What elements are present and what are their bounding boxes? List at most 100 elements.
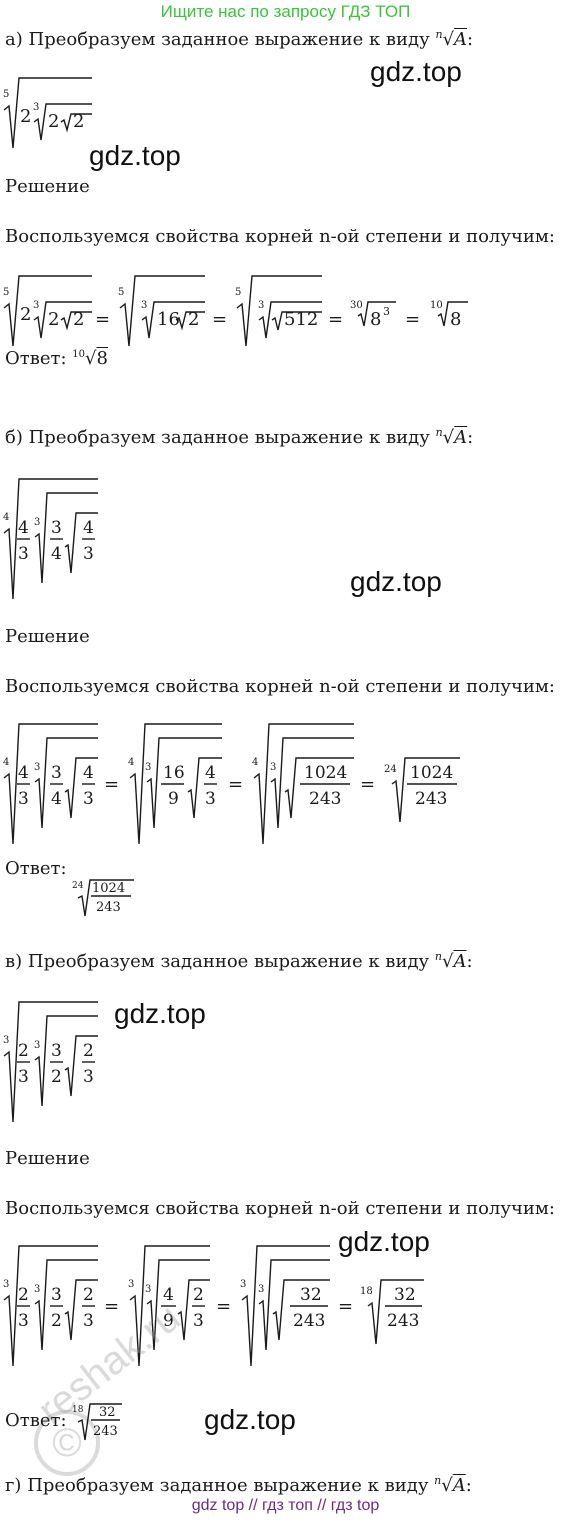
footer-links: gdz top // гдз топ // гдз top bbox=[0, 1497, 571, 1515]
svg-text:3: 3 bbox=[383, 305, 390, 318]
watermark-4: gdz.top bbox=[114, 998, 206, 1029]
svg-text:1024: 1024 bbox=[92, 881, 125, 896]
footer-separator: // bbox=[317, 1497, 327, 1514]
svg-text:3: 3 bbox=[18, 544, 29, 564]
svg-text:=: = bbox=[360, 774, 375, 795]
svg-text:2: 2 bbox=[83, 1041, 94, 1061]
svg-text:3: 3 bbox=[193, 1311, 204, 1331]
svg-text:3: 3 bbox=[18, 1067, 29, 1087]
task-b-heading: б) Преобразуем заданное выражение к виду… bbox=[5, 426, 473, 448]
svg-text:=: = bbox=[95, 309, 110, 330]
svg-text:3: 3 bbox=[51, 763, 62, 783]
svg-text:4: 4 bbox=[18, 763, 29, 783]
search-banner[interactable]: Ищите нас по запросу ГДЗ ТОП bbox=[160, 2, 411, 21]
task-g-text: Преобразуем заданное выражение к виду bbox=[27, 1475, 429, 1496]
svg-text:3: 3 bbox=[3, 1279, 9, 1290]
formula-v-solution: 3 2 3 3 3 2 2 3 = 3 3 4 9 2 3 = 3 3 32 2… bbox=[3, 1245, 424, 1367]
svg-text:3: 3 bbox=[51, 1041, 62, 1061]
answer-a-label: Ответ: bbox=[5, 348, 67, 369]
svg-text:4: 4 bbox=[128, 757, 134, 768]
svg-text:3: 3 bbox=[258, 300, 264, 311]
svg-text:3: 3 bbox=[128, 1279, 134, 1290]
svg-text:10: 10 bbox=[430, 300, 443, 311]
svg-text:9: 9 bbox=[168, 789, 179, 809]
answer-v-value: 18 32 243 bbox=[72, 1403, 122, 1441]
svg-text:3: 3 bbox=[18, 789, 29, 809]
solution-a-label: Решение bbox=[5, 176, 90, 197]
svg-text:2: 2 bbox=[73, 111, 84, 132]
task-b-text: Преобразуем заданное выражение к виду bbox=[28, 427, 430, 448]
svg-text:24: 24 bbox=[72, 881, 84, 891]
svg-text:9: 9 bbox=[163, 1311, 174, 1331]
svg-text:32: 32 bbox=[300, 1285, 322, 1305]
svg-text:3: 3 bbox=[51, 1285, 62, 1305]
svg-text:=: = bbox=[216, 1296, 231, 1317]
footer-link-3[interactable]: гдз top bbox=[330, 1497, 380, 1514]
formula-a-given: 5 2 3 2 2 bbox=[3, 77, 92, 149]
task-b-letter: б) bbox=[5, 427, 23, 448]
svg-text:243: 243 bbox=[309, 789, 341, 809]
svg-text:243: 243 bbox=[96, 900, 121, 915]
svg-text:8: 8 bbox=[370, 309, 381, 330]
task-g-heading: г) Преобразуем заданное выражение к виду… bbox=[5, 1474, 472, 1496]
watermark-6: gdz.top bbox=[204, 1404, 296, 1435]
target-form: n√A: bbox=[435, 28, 474, 50]
svg-text:=: = bbox=[104, 774, 119, 795]
svg-text:3: 3 bbox=[34, 1284, 40, 1295]
svg-text:2: 2 bbox=[48, 309, 59, 330]
svg-text:2: 2 bbox=[18, 1285, 29, 1305]
svg-text:3: 3 bbox=[33, 102, 39, 113]
svg-text:4: 4 bbox=[3, 757, 9, 768]
watermark-1: gdz.top bbox=[370, 56, 462, 87]
svg-text:=: = bbox=[228, 774, 243, 795]
svg-text:4: 4 bbox=[252, 757, 258, 768]
svg-text:=: = bbox=[328, 309, 343, 330]
watermark-3: gdz.top bbox=[350, 566, 442, 597]
svg-text:3: 3 bbox=[258, 1284, 264, 1295]
svg-text:2: 2 bbox=[73, 309, 84, 330]
svg-text:4: 4 bbox=[18, 518, 29, 538]
answer-v: Ответ: bbox=[5, 1410, 67, 1431]
target-form: n√A: bbox=[434, 1474, 472, 1496]
svg-text:2: 2 bbox=[51, 1067, 62, 1087]
svg-text:1024: 1024 bbox=[304, 763, 347, 783]
formula-v-given: 3 2 3 3 3 2 2 3 bbox=[3, 1001, 98, 1123]
svg-text:1024: 1024 bbox=[410, 763, 453, 783]
svg-text:3: 3 bbox=[83, 1067, 94, 1087]
footer-separator: // bbox=[248, 1497, 258, 1514]
solution-b-label: Решение bbox=[5, 626, 90, 647]
copyright-icon: © bbox=[34, 1410, 100, 1476]
svg-text:32: 32 bbox=[99, 1405, 116, 1420]
formula-b-solution: 4 4 3 3 3 4 4 3 = 4 3 16 9 4 3 = 4 3 102… bbox=[3, 723, 460, 845]
svg-text:512: 512 bbox=[284, 309, 318, 330]
svg-text:4: 4 bbox=[51, 789, 62, 809]
answer-b-value: 24 1024 243 bbox=[72, 879, 134, 917]
answer-b-label: Ответ: bbox=[5, 858, 67, 879]
svg-text:3: 3 bbox=[141, 300, 147, 311]
svg-text:2: 2 bbox=[20, 106, 31, 127]
answer-a: Ответ: 10√8 bbox=[5, 348, 108, 369]
task-a-text: Преобразуем заданное выражение к виду bbox=[28, 29, 430, 50]
footer-link-2[interactable]: гдз топ bbox=[262, 1497, 313, 1514]
svg-text:3: 3 bbox=[145, 762, 151, 773]
svg-text:3: 3 bbox=[83, 1311, 94, 1331]
svg-text:3: 3 bbox=[3, 1035, 9, 1046]
answer-v-label: Ответ: bbox=[5, 1410, 67, 1431]
method-v-text: Воспользуемся свойства корней n-ой степе… bbox=[5, 1198, 555, 1219]
task-g-letter: г) bbox=[5, 1475, 22, 1496]
svg-text:243: 243 bbox=[387, 1311, 419, 1331]
svg-text:2: 2 bbox=[18, 1041, 29, 1061]
svg-text:3: 3 bbox=[18, 1311, 29, 1331]
svg-text:2: 2 bbox=[83, 1285, 94, 1305]
solution-v-label: Решение bbox=[5, 1148, 90, 1169]
svg-text:243: 243 bbox=[293, 1311, 325, 1331]
footer-link-1[interactable]: gdz top bbox=[191, 1497, 245, 1514]
svg-text:2: 2 bbox=[20, 304, 31, 325]
svg-text:3: 3 bbox=[83, 789, 94, 809]
svg-text:4: 4 bbox=[51, 544, 62, 564]
task-a-letter: а) bbox=[5, 29, 23, 50]
svg-text:2: 2 bbox=[48, 111, 59, 132]
svg-text:30: 30 bbox=[350, 300, 363, 311]
formula-b-given: 4 4 3 3 3 4 4 3 bbox=[3, 478, 98, 600]
svg-text:3: 3 bbox=[240, 1279, 246, 1290]
